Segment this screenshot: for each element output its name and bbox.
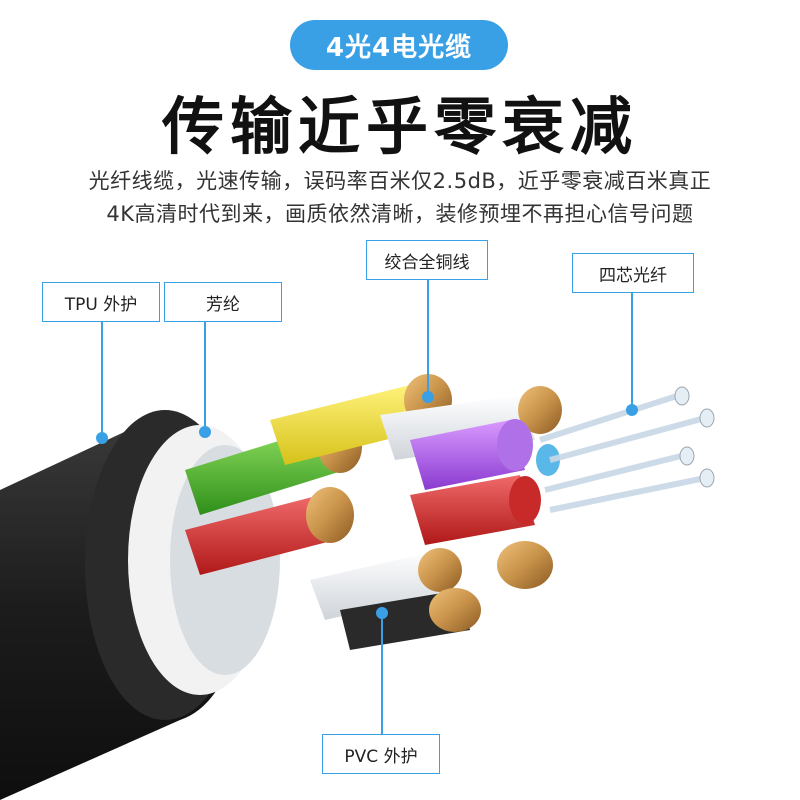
callout-fiber-label: 四芯光纤 xyxy=(572,253,694,293)
callout-aramid-label: 芳纶 xyxy=(164,282,282,322)
description-line-1: 光纤线缆，光速传输，误码率百米仅2.5dB，近乎零衰减百米真正 xyxy=(88,169,712,193)
page-headline: 传输近乎零衰减 xyxy=(161,90,638,163)
optical-fibers xyxy=(539,392,706,513)
callout-tpu-label: TPU 外护 xyxy=(42,282,160,322)
copper-wire-red xyxy=(185,487,354,575)
copper-wire-lower xyxy=(310,541,553,620)
fiber-wire-purple xyxy=(410,419,560,490)
product-type-badge: 4光4电光缆 xyxy=(290,20,508,70)
callout-pvc-label: PVC 外护 xyxy=(322,734,440,774)
callout-copper-label: 绞合全铜线 xyxy=(366,240,488,280)
copper-wire-bottom xyxy=(340,588,481,650)
description-line-2: 4K高清时代到来，画质依然清晰，装修预埋不再担心信号问题 xyxy=(106,202,694,226)
fiber-wire-red xyxy=(410,475,541,545)
